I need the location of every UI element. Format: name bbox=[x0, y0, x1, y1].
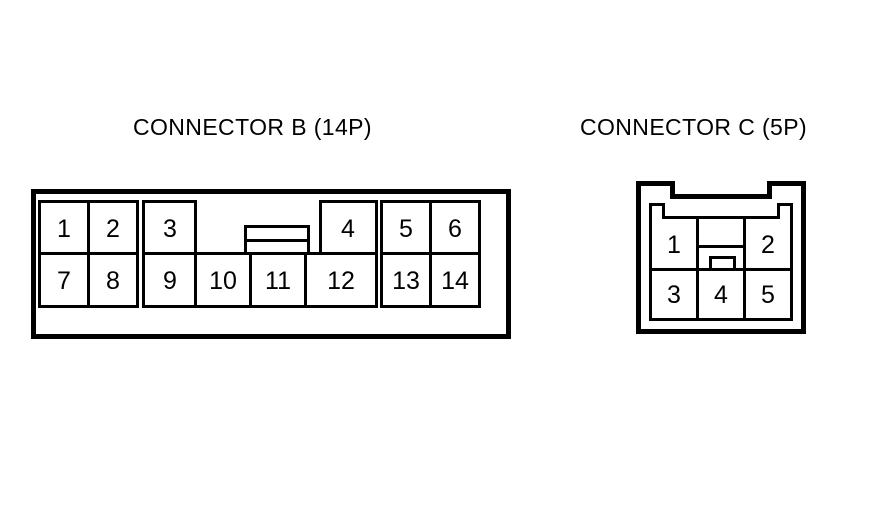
connector-c-pin-cell-3 bbox=[649, 268, 699, 321]
connector-b-pin-label-9: 9 bbox=[163, 267, 177, 295]
connector-b-housing-outline bbox=[31, 189, 511, 339]
connector-c-pin-label-4: 4 bbox=[714, 281, 728, 309]
connector-c-pin-label-2: 2 bbox=[761, 231, 775, 259]
connector-c-pin-label-5: 5 bbox=[761, 281, 775, 309]
connector-b-pin-cell-12 bbox=[304, 252, 378, 308]
connector-c-locking-tab bbox=[709, 256, 736, 271]
connector-b-pin-label-13: 13 bbox=[392, 267, 420, 295]
connector-b-locking-tab-upper-overlay bbox=[244, 225, 310, 242]
connector-c-pin-label-1: 1 bbox=[667, 231, 681, 259]
connector-c-body: 1 2 3 4 5 bbox=[636, 181, 806, 334]
connector-b-pin-label-14: 14 bbox=[441, 267, 469, 295]
connector-b-pin-cell-5 bbox=[380, 200, 432, 255]
connector-b-title: CONNECTOR B (14P) bbox=[133, 114, 372, 140]
connector-b-pin-label-6: 6 bbox=[448, 215, 462, 243]
connector-b-pin-label-3: 3 bbox=[163, 215, 177, 243]
connector-b-pin-cell-4 bbox=[319, 200, 378, 255]
connector-b-pin-label-11: 11 bbox=[265, 267, 291, 295]
connector-b-pin-label-2: 2 bbox=[106, 215, 120, 243]
connector-b-pin-label-1: 1 bbox=[57, 215, 71, 243]
connector-b-pin-cell-9 bbox=[142, 252, 197, 308]
connector-b-pin-label-8: 8 bbox=[106, 267, 120, 295]
connector-b-pin-cell-8 bbox=[87, 252, 139, 308]
connector-b-pin-cell-14 bbox=[429, 252, 481, 308]
connector-b-pin-cell-6 bbox=[429, 200, 481, 255]
connector-b-pin-label-5: 5 bbox=[399, 215, 413, 243]
connector-b-pin-label-10: 10 bbox=[209, 267, 237, 295]
connector-b-pin-label-4: 4 bbox=[341, 215, 355, 243]
connector-c-pin-label-3: 3 bbox=[667, 281, 681, 309]
connector-b-pin-label-7: 7 bbox=[57, 267, 71, 295]
connector-b-pin-label-12: 12 bbox=[327, 267, 355, 295]
connector-b-locking-tab-lower-overlay bbox=[244, 239, 310, 255]
connector-b-pin-cell-10 bbox=[194, 252, 252, 308]
connector-c-housing-outline bbox=[636, 181, 806, 334]
connector-c-pin-cell-5 bbox=[743, 268, 793, 321]
connector-b-body: 1 2 3 4 5 6 7 8 9 10 11 12 13 14 bbox=[31, 189, 511, 339]
connector-c-title: CONNECTOR C (5P) bbox=[580, 114, 808, 140]
